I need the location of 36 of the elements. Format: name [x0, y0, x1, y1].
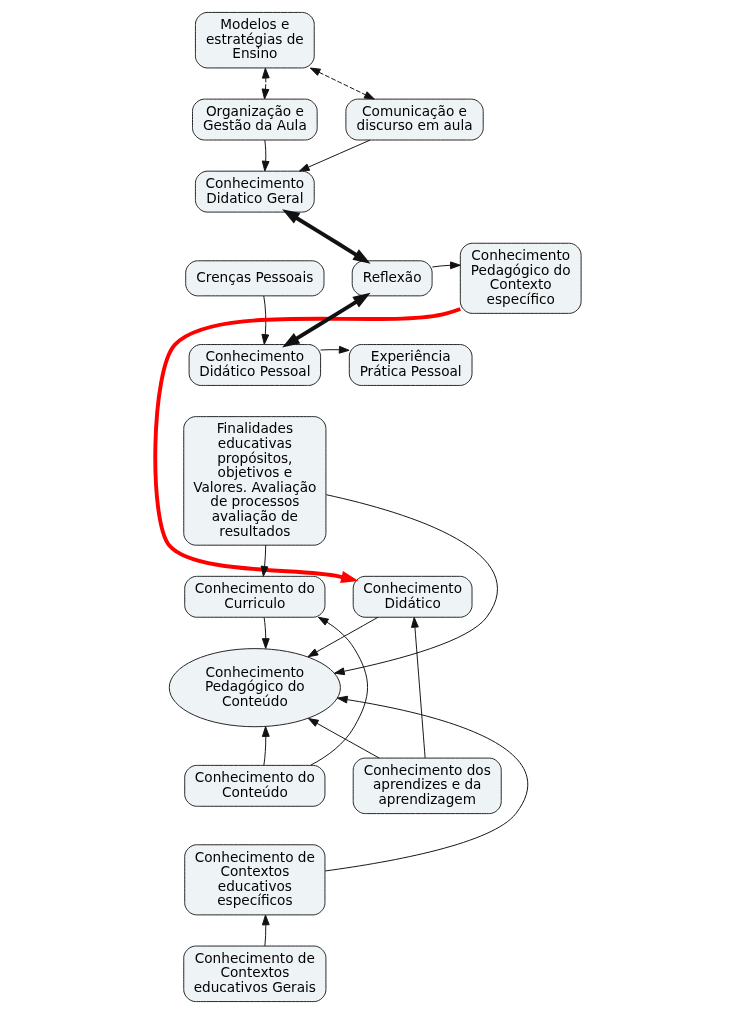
- node-box: Crenças Pessoais: [184, 260, 324, 297]
- node-box: Modelos e estratégias de Ensino: [194, 11, 315, 69]
- node-box: Organização e Gestão da Aula: [191, 98, 318, 141]
- arrow: [281, 292, 371, 348]
- node-box: Comunicação e discurso em aula: [344, 98, 484, 141]
- arrow: [431, 261, 461, 270]
- node-box: Conhecimento do Curriculo: [183, 575, 325, 618]
- node-box: Conhecimento de Contextos educativos específicos: [183, 844, 325, 916]
- arrow: [307, 616, 378, 658]
- arrow: [260, 295, 269, 345]
- arrow: [261, 67, 270, 100]
- node-box: Conhecimento de Contextos educativos Gerais: [182, 945, 326, 1003]
- arrow: [298, 139, 371, 172]
- arrow: [309, 67, 375, 100]
- node-box: Conhecimento Pedagógico do Contexto específico: [459, 242, 582, 314]
- arrow: [309, 616, 368, 766]
- arrow: [325, 494, 498, 676]
- node-box: Experiência Prática Pessoal: [348, 344, 472, 386]
- arrow: [324, 695, 528, 872]
- arrow: [319, 345, 350, 354]
- arrow: [261, 726, 270, 766]
- arrow: [261, 914, 270, 947]
- node-box: Conhecimento Didático: [352, 575, 472, 618]
- node-box: Reflexão: [351, 260, 433, 297]
- arrow: [261, 139, 270, 172]
- arrow: [261, 617, 270, 649]
- arrow: [307, 718, 380, 759]
- arrow: [260, 544, 268, 577]
- node-box: Conhecimento do Conteúdo: [183, 764, 325, 807]
- arrow: [152, 307, 461, 583]
- node-box: Finalidades educativas propósitos, objetivos e Valores. Avaliação de processos avaliação de resultados: [182, 416, 326, 546]
- node-box: Conhecimento Didático Pessoal: [188, 344, 321, 386]
- node-box: Conhecimento dos aprendizes e da aprendizagem: [352, 757, 502, 815]
- arrow: [410, 616, 426, 759]
- node-box: Conhecimento Didatico Geral: [194, 170, 315, 213]
- arrow: [281, 209, 371, 264]
